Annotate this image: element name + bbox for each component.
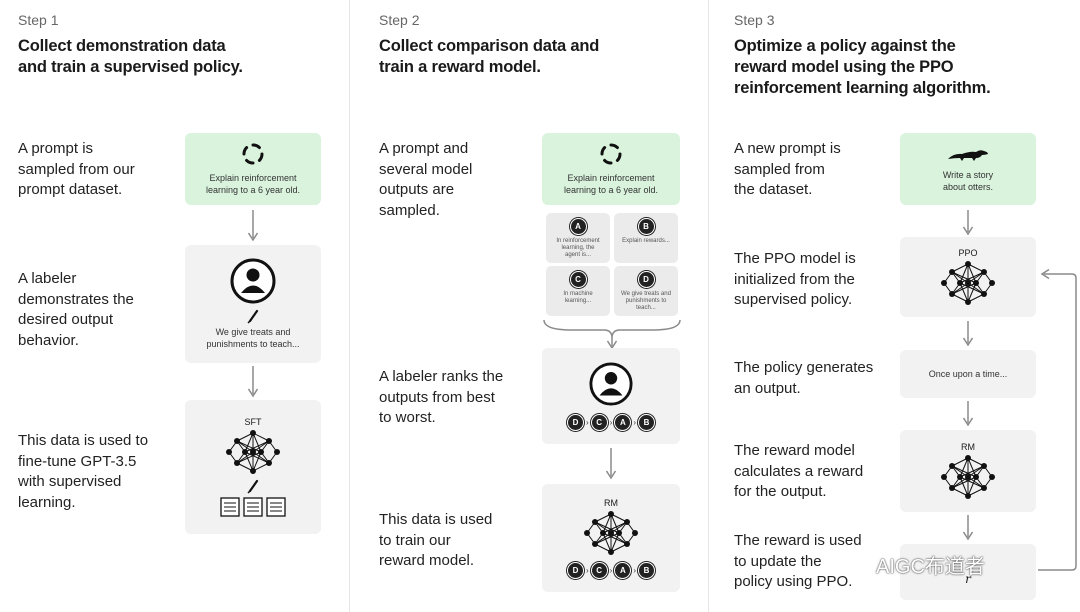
ranking-sequence: D› C› A› B bbox=[566, 413, 655, 431]
output-card-b: B Explain rewards... bbox=[614, 213, 678, 263]
neural-network-icon bbox=[941, 261, 995, 305]
ranking-box: D› C› A› B bbox=[542, 348, 680, 444]
ppo-label: PPO bbox=[958, 248, 978, 258]
rm-label: RM bbox=[604, 497, 618, 508]
step3-label: Step 3 bbox=[734, 12, 775, 28]
arrow-down bbox=[962, 515, 974, 541]
rm-label: RM bbox=[961, 442, 975, 452]
column-divider bbox=[349, 0, 350, 612]
rank-badge: A bbox=[614, 561, 632, 579]
documents-icon bbox=[220, 497, 286, 517]
arrow-down bbox=[962, 321, 974, 347]
rank-badge: D bbox=[566, 413, 584, 431]
policy-output-box: Once upon a time... bbox=[900, 350, 1036, 398]
arrow-down bbox=[247, 210, 259, 242]
rank-badge: C bbox=[590, 561, 608, 579]
reward-symbol: r bbox=[965, 572, 971, 586]
labeler-avatar-icon bbox=[589, 361, 633, 406]
pencil-icon bbox=[247, 309, 259, 324]
rank-badge: A bbox=[614, 413, 632, 431]
step1-title: Collect demonstration data and train a s… bbox=[18, 37, 243, 76]
step1-label: Step 1 bbox=[18, 12, 59, 28]
output-letter-badge: D bbox=[637, 271, 655, 288]
rank-badge: B bbox=[638, 413, 655, 431]
neural-network-icon bbox=[226, 430, 280, 474]
arrow-down bbox=[605, 448, 617, 480]
output-letter-badge: A bbox=[569, 218, 587, 235]
reward-box: r bbox=[900, 544, 1036, 600]
rm-model-box: RM D› C› A› B bbox=[542, 484, 680, 592]
merge-bracket bbox=[543, 319, 681, 348]
sft-label: SFT bbox=[244, 417, 262, 427]
step1-column: Step 1 Collect demonstration data and tr… bbox=[0, 0, 345, 612]
column-divider bbox=[708, 0, 709, 612]
wechat-icon bbox=[846, 554, 872, 575]
prompt-icon bbox=[242, 143, 264, 165]
step2-label: Step 2 bbox=[379, 12, 420, 28]
feedback-loop-arrow bbox=[1038, 268, 1077, 571]
arrow-down bbox=[962, 401, 974, 427]
labeler-avatar-icon bbox=[230, 258, 276, 304]
neural-network-icon bbox=[584, 510, 638, 555]
rank-badge: B bbox=[638, 561, 655, 579]
arrow-down bbox=[247, 366, 259, 398]
pencil-icon bbox=[247, 479, 259, 494]
watermark-text: AIGC布道者 bbox=[876, 556, 985, 578]
rm-model-box: RM bbox=[900, 430, 1036, 512]
arrow-down bbox=[962, 210, 974, 236]
ppo-model-box: PPO bbox=[900, 237, 1036, 317]
rank-badge: D bbox=[566, 561, 584, 579]
ranking-sequence: D› C› A› B bbox=[566, 561, 655, 579]
policy-output-text: Once upon a time... bbox=[928, 369, 1008, 379]
neural-network-icon bbox=[941, 455, 995, 499]
rank-badge: C bbox=[590, 413, 608, 431]
output-letter-badge: C bbox=[569, 271, 587, 288]
otter-icon bbox=[948, 150, 988, 161]
watermark: AIGC布道者 bbox=[846, 550, 985, 579]
output-letter-badge: B bbox=[637, 218, 655, 235]
sft-model-box: SFT bbox=[185, 400, 321, 534]
prompt-icon bbox=[600, 143, 622, 165]
